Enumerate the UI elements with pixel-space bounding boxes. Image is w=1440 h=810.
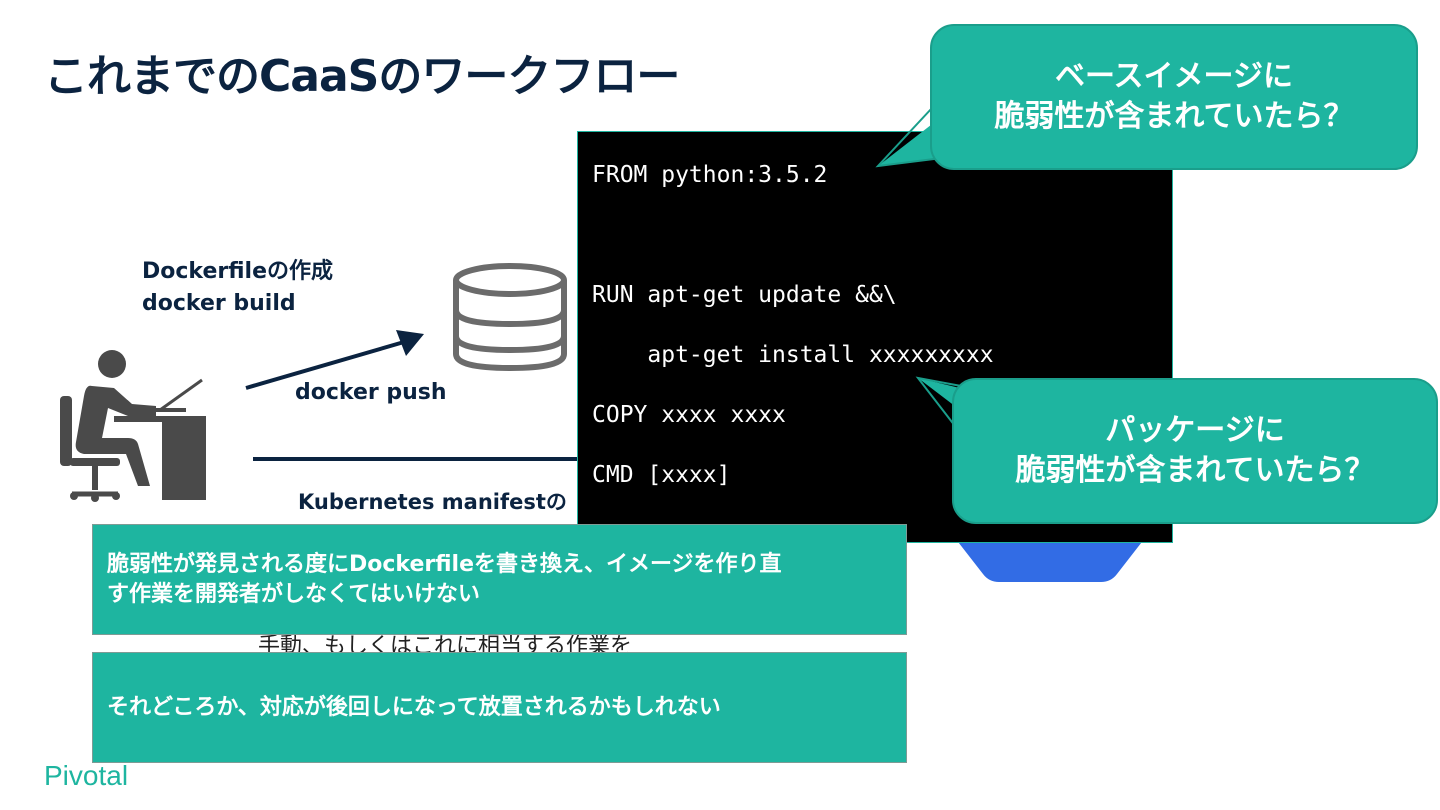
code-line-cmd: CMD [xxxx] (592, 462, 731, 488)
kubernetes-logo-icon (955, 538, 1145, 582)
deploy-line (253, 457, 583, 461)
slide-title: これまでのCaaSのワークフロー (44, 51, 680, 102)
rebuild-note-line2: す作業を開発者がしなくてはいけない (107, 581, 480, 607)
build-step-line2: docker build (142, 291, 296, 316)
developer-at-desk-icon (60, 350, 206, 502)
neglect-note-text: それどころか、対応が後回しになって放置されるかもしれない (107, 694, 721, 720)
code-line-run: RUN apt-get update &&\ (592, 282, 897, 308)
base-image-callout-line1: ベースイメージに (1055, 59, 1293, 94)
registry-database-icon (453, 263, 567, 372)
base-image-callout-line2: 脆弱性が含まれていたら？ (994, 99, 1354, 134)
hidden-step-text: 手動、もしくはこれに相当する作業を (258, 634, 633, 654)
build-step-label: Dockerfileの作成 docker build (142, 256, 333, 320)
build-step-line1: Dockerfileの作成 (142, 259, 333, 284)
package-callout-line2: 脆弱性が含まれていたら？ (1015, 453, 1375, 488)
package-callout-line1: パッケージに (1105, 413, 1285, 448)
docker-push-label: docker push (295, 380, 447, 405)
push-arrow (245, 330, 424, 390)
pivotal-logo: Pivotal (44, 760, 129, 791)
rebuild-burden-note: 脆弱性が発見される度にDockerfileを書き換え、イメージを作り直 す作業を… (92, 524, 907, 635)
code-line-install: apt-get install xxxxxxxxx (592, 342, 994, 368)
code-line-from: FROM python:3.5.2 (592, 162, 828, 188)
base-image-vulnerability-callout: ベースイメージに 脆弱性が含まれていたら？ (930, 24, 1418, 170)
k8s-manifest-label: Kubernetes manifestの (298, 490, 567, 514)
rebuild-note-line1: 脆弱性が発見される度にDockerfileを書き換え、イメージを作り直 (107, 551, 782, 577)
neglect-risk-note: それどころか、対応が後回しになって放置されるかもしれない (92, 652, 907, 763)
package-vulnerability-callout: パッケージに 脆弱性が含まれていたら？ (952, 378, 1438, 524)
code-line-copy: COPY xxxx xxxx (592, 402, 786, 428)
